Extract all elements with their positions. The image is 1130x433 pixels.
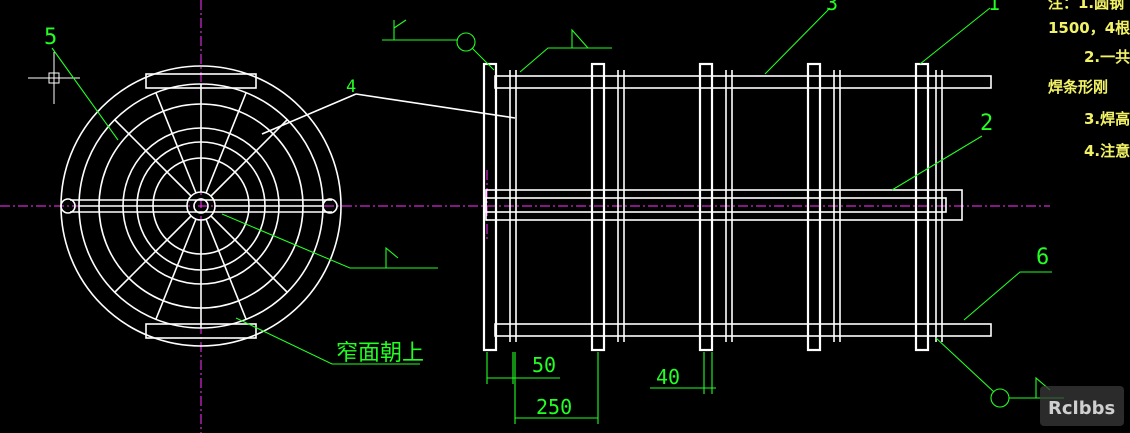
leader-4-side [355, 93, 516, 119]
dimension-50 [486, 352, 560, 384]
leader-2 [891, 135, 983, 191]
dimension-250-text: 250 [536, 395, 572, 419]
note-line-4: 焊条形刚 [1048, 78, 1108, 96]
weld-circle-bottom [990, 388, 1010, 408]
dimension-250 [514, 352, 599, 424]
cursor-crosshair [28, 52, 80, 104]
callout-2: 2 [980, 111, 993, 136]
weld-symbol-top-2 [519, 28, 612, 73]
dimension-50-text: 50 [532, 353, 556, 377]
dimension-40-text: 40 [656, 365, 680, 389]
note-line-3: 2.一共 [1084, 48, 1130, 66]
narrow-face-up-label: 窄面朝上 [336, 341, 424, 366]
dimension-40 [650, 352, 716, 394]
weld-symbol-top [382, 19, 495, 71]
leader-5 [51, 47, 119, 141]
note-line-1: 注：1.圆钢 [1048, 0, 1124, 12]
side-view [482, 62, 992, 352]
rclbbs-watermark: Rclbbs [1040, 386, 1124, 426]
callout-3: 3 [826, 0, 838, 15]
callout-1: 1 [988, 0, 1000, 15]
leader-4-end [261, 93, 357, 135]
note-line-6: 4.注意 [1084, 142, 1130, 160]
note-line-5: 3.焊高 [1084, 110, 1130, 128]
weld-leader-center [221, 213, 438, 269]
weld-symbol-center [385, 246, 399, 268]
callout-5: 5 [44, 25, 57, 50]
leader-weld-bottom [935, 337, 995, 393]
leader-6 [963, 271, 1052, 321]
watermark-text: Rclbbs [1048, 398, 1115, 419]
note-line-2: 1500，4根 [1048, 19, 1130, 37]
leader-1 [919, 7, 991, 65]
end-view [60, 65, 342, 347]
callout-4: 4 [346, 77, 356, 97]
callout-6: 6 [1036, 245, 1049, 270]
leader-3 [764, 7, 831, 75]
leader-narrow-face [235, 317, 420, 365]
